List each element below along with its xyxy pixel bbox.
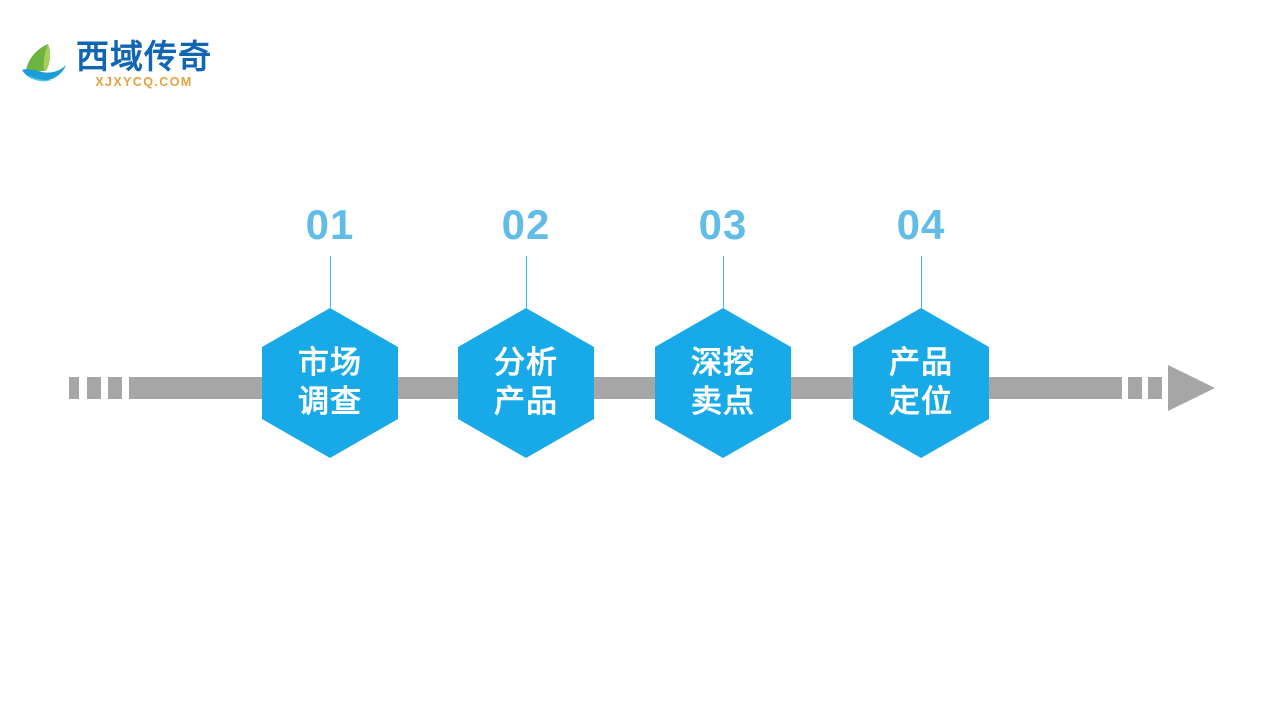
- step-number: 04: [896, 201, 946, 248]
- step-label-line1: 深挖: [691, 345, 755, 382]
- step-connector-line: [722, 256, 724, 308]
- step-label-line1: 产品: [889, 345, 953, 382]
- step-01[interactable]: 01 市场 调查: [260, 204, 400, 458]
- bar-dash-left-2: [87, 377, 101, 399]
- bar-dash-left-3: [108, 377, 122, 399]
- step-label-line2: 调查: [298, 384, 362, 420]
- step-hexagon[interactable]: 分析 产品: [458, 308, 594, 458]
- step-hexagon[interactable]: 深挖 卖点: [655, 308, 791, 458]
- bar-dash-right-1: [1128, 377, 1142, 399]
- bar-dash-right-2: [1148, 377, 1162, 399]
- step-number: 03: [698, 201, 748, 248]
- step-label-line2: 定位: [889, 384, 953, 420]
- step-label-line1: 分析: [494, 345, 558, 382]
- step-02[interactable]: 02 分析 产品: [456, 204, 596, 458]
- step-connector-line: [329, 256, 331, 308]
- arrow-head-icon: [1168, 365, 1215, 411]
- step-label-line2: 产品: [494, 384, 558, 420]
- step-connector-line: [525, 256, 527, 308]
- step-03[interactable]: 03 深挖 卖点: [653, 204, 793, 458]
- step-connector-line: [920, 256, 922, 308]
- step-label-line1: 市场: [298, 345, 362, 382]
- step-label-line2: 卖点: [691, 384, 755, 420]
- step-number: 01: [305, 201, 355, 248]
- step-number: 02: [501, 201, 551, 248]
- logo-brand-name: 西域传奇: [76, 36, 212, 76]
- bar-dash-left-1: [69, 377, 79, 399]
- step-hexagon[interactable]: 市场 调查: [262, 308, 398, 458]
- leaf-wave-logo-icon: [18, 38, 70, 90]
- step-04[interactable]: 04 产品 定位: [851, 204, 991, 458]
- step-hexagon[interactable]: 产品 定位: [853, 308, 989, 458]
- brand-logo: 西域传奇 XJXYCQ.COM: [18, 30, 248, 98]
- logo-domain-text: XJXYCQ.COM: [95, 74, 193, 89]
